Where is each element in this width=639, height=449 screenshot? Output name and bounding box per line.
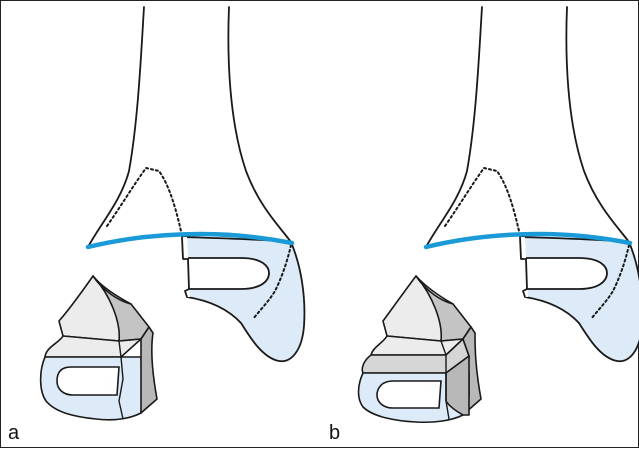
fragment-a: [41, 276, 157, 420]
panel-a: [41, 7, 305, 420]
panel-b-label: b: [329, 423, 340, 443]
panel-a-label: a: [8, 423, 19, 443]
fragment-b: [359, 276, 482, 422]
panel-b: [359, 7, 639, 422]
